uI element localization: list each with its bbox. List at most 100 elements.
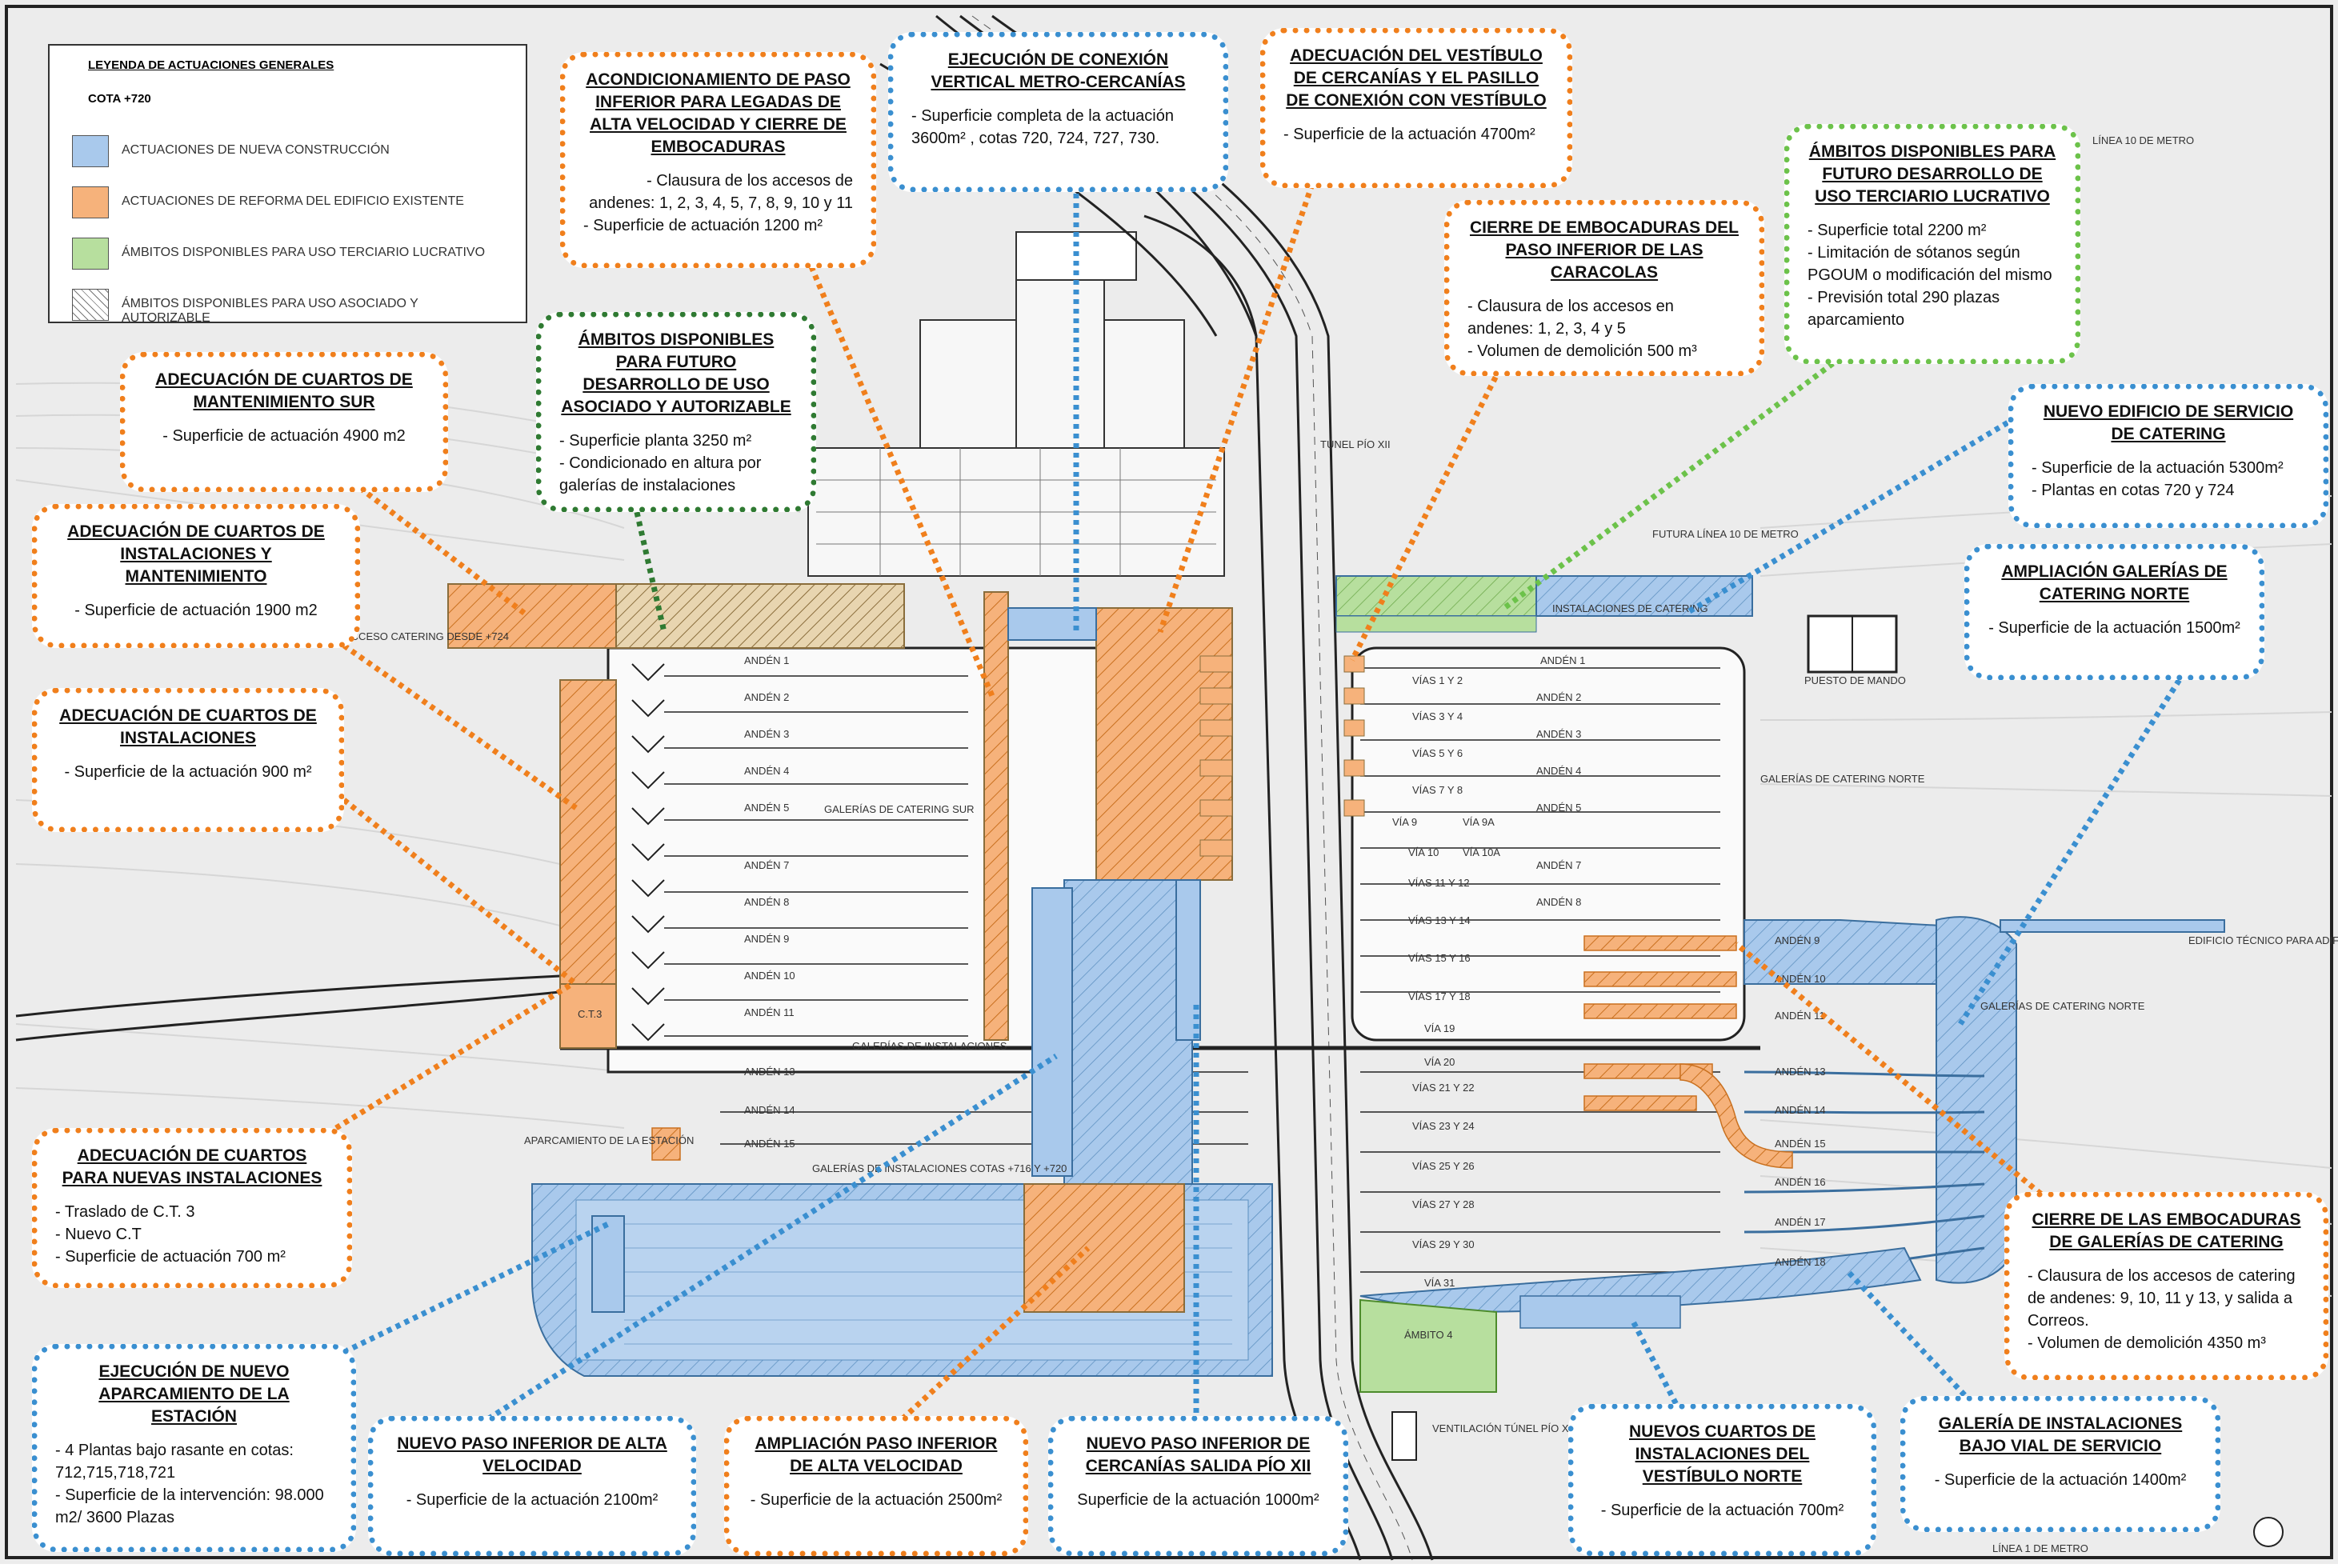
callout-title: NUEVO EDIFICIO DE SERVICIO DE CATERING (2043, 402, 2294, 443)
edificio-tecnico-label: EDIFICIO TÉCNICO PARA ADIF (2188, 934, 2338, 946)
anden-label: ANDÉN 14 (744, 1104, 795, 1116)
callout-title: NUEVO PASO INFERIOR DE ALTA VELOCIDAD (397, 1434, 667, 1475)
via-label: VÍAS 17 Y 18 (1408, 990, 1471, 1002)
via-label: VÍAS 23 Y 24 (1412, 1120, 1475, 1132)
anden-label: ANDÉN 2 (1536, 691, 1581, 703)
via-label: VÍAS 21 Y 22 (1412, 1082, 1475, 1094)
anden-label: ANDÉN 7 (744, 859, 789, 871)
anden-label: ANDÉN 15 (744, 1138, 795, 1150)
callout-ampliacion-paso-av: AMPLIACIÓN PASO INFERIOR DE ALTA VELOCID… (724, 1416, 1028, 1556)
callout-item: - Superficie de actuación 1900 m2 (74, 602, 318, 619)
callout-title: ÁMBITOS DISPONIBLES PARA FUTURO DESARROL… (1808, 142, 2056, 206)
callout-item: - Superficie de la actuación 1400m² (1934, 1471, 2187, 1489)
via-label: VÍA 31 (1424, 1277, 1455, 1289)
instalaciones-catering-label: INSTALACIONES DE CATERING (1552, 602, 1708, 614)
callout-mantenimiento-sur: ADECUACIÓN DE CUARTOS DE MANTENIMIENTO S… (120, 352, 448, 492)
via-label: VÍAS 25 Y 26 (1412, 1160, 1475, 1172)
anden-label: ANDÉN 3 (1536, 728, 1581, 740)
callout-item: - Clausura de los accesos en andenes: 1,… (1467, 298, 1674, 338)
via-label: VÍA 19 (1424, 1022, 1455, 1034)
anden-label: ANDÉN 13 (1775, 1066, 1826, 1078)
anden-label: ANDÉN 4 (1536, 765, 1581, 777)
acceso-catering-label: ACCESO CATERING DESDE +724 (344, 630, 509, 642)
callout-title: NUEVO PASO INFERIOR DE CERCANÍAS SALIDA … (1085, 1434, 1311, 1475)
via-label: VÍA 9 (1392, 816, 1417, 828)
via-label: VÍAS 13 Y 14 (1408, 914, 1471, 926)
via-label: VÍA 9A (1463, 816, 1495, 828)
callout-title: ACONDICIONAMIENTO DE PASO INFERIOR PARA … (586, 70, 851, 156)
via-label: VÍAS 29 Y 30 (1412, 1238, 1475, 1250)
callout-item: - Superficie de la actuación 4700m² (1283, 126, 1535, 143)
anden-label: ANDÉN 16 (1775, 1176, 1826, 1188)
callout-caracolas: CIERRE DE EMBOCADURAS DEL PASO INFERIOR … (1444, 200, 1764, 376)
legend-label: ACTUACIONES DE REFORMA DEL EDIFICIO EXIS… (122, 194, 464, 208)
callout-item: Superficie de la actuación 1000m² (1077, 1491, 1319, 1509)
anden-label: ANDÉN 7 (1536, 859, 1581, 871)
linea10-label: LÍNEA 10 DE METRO (2092, 134, 2194, 146)
callout-item: - Limitación de sótanos según PGOUM o mo… (1808, 244, 2052, 284)
aparcamiento-label: APARCAMIENTO DE LA ESTACIÓN (524, 1134, 694, 1146)
legend: LEYENDA DE ACTUACIONES GENERALES COTA +7… (48, 44, 527, 325)
galerias-norte-label: GALERÍAS DE CATERING NORTE (1760, 773, 1925, 785)
anden-label: ANDÉN 8 (1536, 896, 1581, 908)
callout-item: - Superficie de la actuación 2100m² (406, 1491, 659, 1509)
callout-item: - Superficie de la actuación 5300m² (2032, 459, 2284, 477)
callout-title: AMPLIACIÓN GALERÍAS DE CATERING NORTE (2001, 562, 2228, 603)
callout-galeria-vial: GALERÍA DE INSTALACIONES BAJO VIAL DE SE… (1900, 1396, 2220, 1532)
callout-item: - Superficie de la actuación 900 m² (64, 763, 312, 781)
anden-label: ANDÉN 11 (744, 1006, 795, 1018)
anden-label: ANDÉN 18 (1775, 1256, 1826, 1268)
legend-swatch-hatch (72, 289, 109, 321)
callout-title: ADECUACIÓN DE CUARTOS DE INSTALACIONES (59, 706, 317, 747)
callout-item: - Superficie de actuación 700 m² (55, 1248, 286, 1266)
legend-label: ÁMBITOS DISPONIBLES PARA USO ASOCIADO Y … (122, 297, 418, 325)
callout-item: - Superficie de la intervención: 98.000 … (55, 1486, 324, 1526)
legend-cota: COTA +720 (88, 92, 151, 106)
anden-label: ANDÉN 9 (1775, 934, 1820, 946)
galerias-cotas-label: GALERÍAS DE INSTALACIONES COTAS +716 Y +… (812, 1162, 1067, 1174)
callout-paso-inferior-llegadas: ACONDICIONAMIENTO DE PASO INFERIOR PARA … (560, 52, 876, 268)
callout-item: - Condicionado en altura por galerías de… (559, 454, 762, 494)
via-label: VÍA 20 (1424, 1056, 1455, 1068)
legend-item-new: ACTUACIONES DE NUEVA CONSTRUCCIÓN (72, 135, 504, 167)
anden-label: ANDÉN 14 (1775, 1104, 1826, 1116)
via-label: VÍAS 27 Y 28 (1412, 1198, 1475, 1210)
anden-label: ANDÉN 2 (744, 691, 789, 703)
ct3-label: C.T.3 (578, 1008, 602, 1020)
callout-title: EJECUCIÓN DE NUEVO APARCAMIENTO DE LA ES… (98, 1362, 290, 1426)
callout-item: - Superficie de actuación 4900 m2 (162, 427, 406, 445)
galerias-sur-label: GALERÍAS DE CATERING SUR (824, 803, 975, 815)
callout-vestibulo-norte: NUEVOS CUARTOS DE INSTALACIONES DEL VEST… (1568, 1404, 1876, 1556)
ventilacion-label: VENTILACIÓN TÚNEL PÍO XII (1432, 1422, 1575, 1434)
anden-label: ANDÉN 1 (744, 654, 789, 666)
callout-item: - Clausura de los accesos de andenes: 1,… (589, 172, 853, 212)
anden-label: ANDÉN 3 (744, 728, 789, 740)
via-label: VÍAS 7 Y 8 (1412, 784, 1463, 796)
anden-label: ANDÉN 13 (744, 1066, 795, 1078)
callout-aparcamiento: EJECUCIÓN DE NUEVO APARCAMIENTO DE LA ES… (32, 1344, 356, 1552)
via-label: VÍA 10 (1408, 846, 1439, 858)
callout-cierre-catering: CIERRE DE LAS EMBOCADURAS DE GALERÍAS DE… (2004, 1192, 2328, 1380)
via-label: VÍAS 11 Y 12 (1408, 877, 1470, 889)
plan-labels: ANDÉN 1 ANDÉN 2 ANDÉN 3 ANDÉN 4 ANDÉN 5 … (344, 134, 2338, 1554)
callout-item: - Plantas en cotas 720 y 724 (2032, 482, 2235, 499)
callout-item: - Superficie de actuación 1200 m² (583, 217, 823, 234)
galerias-norte-label-2: GALERÍAS DE CATERING NORTE (1980, 1000, 2145, 1012)
anden-label: ANDÉN 5 (1536, 802, 1581, 814)
legend-swatch-green (72, 238, 109, 270)
callout-item: - Clausura de los accesos de catering de… (2028, 1267, 2296, 1330)
callout-conexion-metro: EJECUCIÓN DE CONEXIÓN VERTICAL METRO-CER… (888, 32, 1228, 192)
puesto-mando-label: PUESTO DE MANDO (1804, 674, 1906, 686)
galerias-instalaciones-label: GALERÍAS DE INSTALACIONES (852, 1040, 1007, 1052)
callout-title: CIERRE DE LAS EMBOCADURAS DE GALERÍAS DE… (2032, 1210, 2301, 1251)
callout-title: NUEVOS CUARTOS DE INSTALACIONES DEL VEST… (1629, 1422, 1816, 1486)
callout-title: ÁMBITOS DISPONIBLES PARA FUTURO DESARROL… (561, 330, 791, 416)
callout-nuevo-catering: NUEVO EDIFICIO DE SERVICIO DE CATERING -… (2008, 384, 2328, 528)
via-label: VÍAS 3 Y 4 (1412, 710, 1463, 722)
callout-item: - Superficie total 2200 m² (1808, 222, 1987, 239)
via-label: VÍAS 15 Y 16 (1408, 952, 1471, 964)
ambito4-label: ÁMBITO 4 (1404, 1329, 1452, 1341)
anden-label: ANDÉN 10 (744, 970, 795, 982)
callout-item: - Previsión total 290 plazas aparcamient… (1808, 289, 2000, 329)
legend-label: ACTUACIONES DE NUEVA CONSTRUCCIÓN (122, 143, 390, 157)
